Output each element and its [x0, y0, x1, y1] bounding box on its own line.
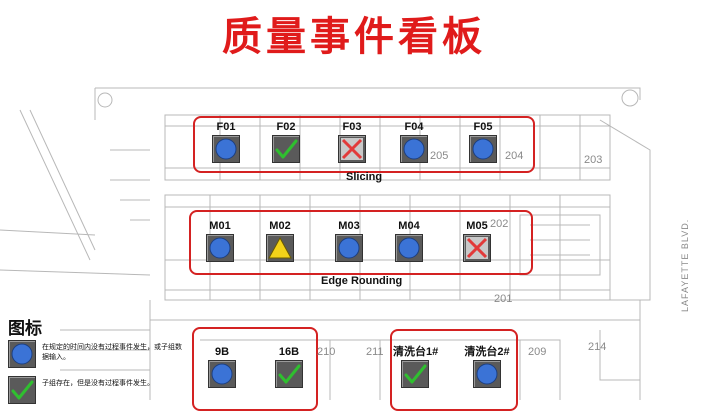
group-caption-slicing: Slicing — [346, 171, 383, 183]
status-triangle-icon — [266, 234, 294, 262]
floor-plan-background — [0, 87, 651, 400]
station-wash-1[interactable]: 清洗台1# — [393, 346, 439, 388]
status-check-icon — [401, 360, 429, 388]
station-f01[interactable]: F01 — [207, 121, 245, 163]
status-circle-icon — [469, 135, 497, 163]
room-number: 201 — [494, 293, 513, 305]
edge-rounding-group-frame — [189, 210, 533, 275]
station-label: 9B — [214, 346, 230, 358]
station-label: M02 — [269, 220, 291, 232]
room-number: 209 — [528, 346, 547, 358]
status-circle-icon — [395, 234, 423, 262]
room-number: 211 — [366, 346, 384, 358]
status-check-icon — [272, 135, 300, 163]
street-label: LAFAYETTE BLVD. — [680, 218, 690, 312]
station-label: F04 — [404, 121, 424, 133]
station-label: F01 — [216, 121, 236, 133]
legend-item-circle: 在规定的时间内没有过程事件发生，或子组数据输入。 — [8, 340, 188, 370]
legend-text: 子组存在，但是没有过程事件发生。 — [42, 379, 154, 387]
station-label: M05 — [466, 220, 488, 232]
station-label: M03 — [338, 220, 360, 232]
station-9b[interactable]: 9B — [203, 346, 241, 388]
station-m02[interactable]: M02 — [261, 220, 299, 262]
legend-title: 图标 — [8, 319, 42, 339]
status-circle-icon — [206, 234, 234, 262]
legend-item-check: 子组存在，但是没有过程事件发生。 — [8, 376, 188, 404]
station-wash-2[interactable]: 清洗台2# — [464, 346, 510, 388]
legend-check-icon — [8, 376, 36, 404]
status-cross-icon — [463, 234, 491, 262]
status-circle-icon — [473, 360, 501, 388]
station-label: 16B — [278, 346, 300, 358]
page-title: 质量事件看板 — [222, 13, 486, 60]
station-f03[interactable]: F03 — [333, 121, 371, 163]
station-label: M04 — [398, 220, 420, 232]
station-f05[interactable]: F05 — [464, 121, 502, 163]
legend-text: 在规定的时间内没有过程事件发生，或子组数据输入。 — [42, 343, 182, 361]
station-m04[interactable]: M04 — [390, 220, 428, 262]
station-label: F02 — [276, 121, 296, 133]
station-f04[interactable]: F04 — [395, 121, 433, 163]
station-m05[interactable]: M05 — [458, 220, 496, 262]
status-circle-icon — [208, 360, 236, 388]
room-number: 205 — [430, 150, 449, 162]
legend-circle-icon — [8, 340, 36, 368]
station-m01[interactable]: M01 — [201, 220, 239, 262]
station-16b[interactable]: 16B — [270, 346, 308, 388]
station-m03[interactable]: M03 — [330, 220, 368, 262]
room-number: 210 — [317, 346, 336, 358]
station-label: F05 — [473, 121, 493, 133]
station-f02[interactable]: F02 — [267, 121, 305, 163]
room-number: 214 — [588, 341, 607, 353]
station-label: F03 — [342, 121, 362, 133]
status-circle-icon — [400, 135, 428, 163]
station-label: M01 — [209, 220, 231, 232]
status-circle-icon — [212, 135, 240, 163]
station-label: 清洗台2# — [464, 346, 510, 358]
status-cross-icon — [338, 135, 366, 163]
room-number: 202 — [490, 218, 509, 230]
slicing-group-frame — [193, 116, 535, 173]
status-check-icon — [275, 360, 303, 388]
room-number: 204 — [505, 150, 524, 162]
station-label: 清洗台1# — [393, 346, 439, 358]
group-caption-edge-rounding: Edge Rounding — [321, 275, 403, 287]
room-number: 203 — [584, 154, 603, 166]
status-circle-icon — [335, 234, 363, 262]
